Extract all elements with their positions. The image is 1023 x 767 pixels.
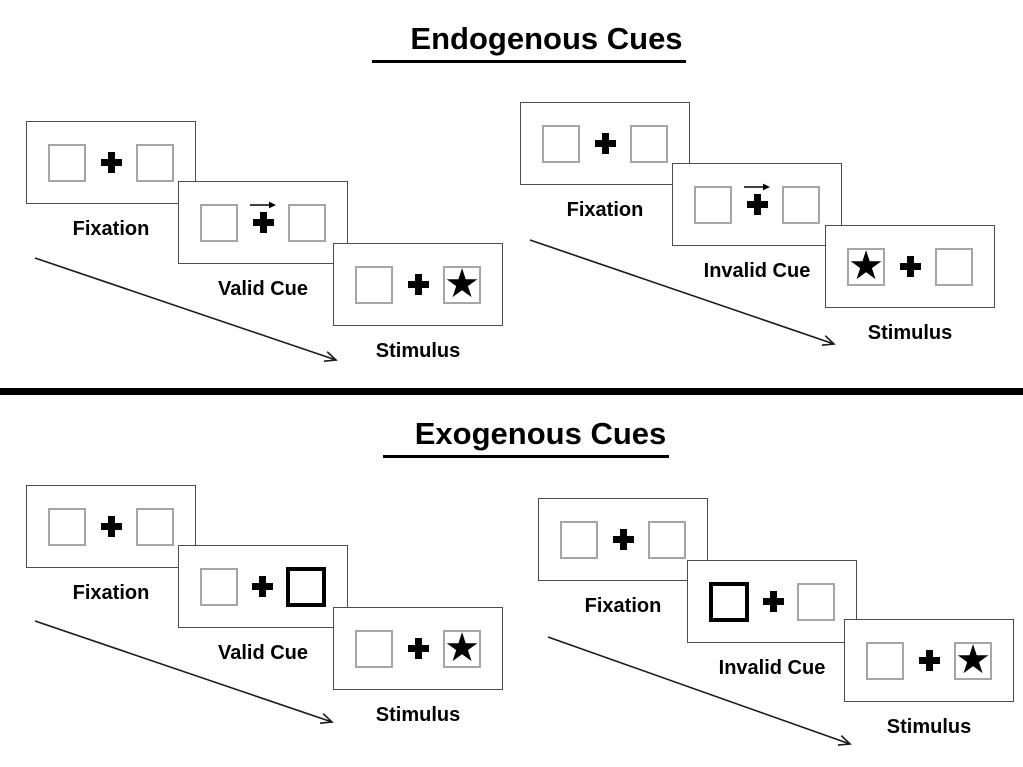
fixation-cross-icon [100, 152, 122, 173]
left-box [542, 124, 580, 163]
exogenous-invalid-invalid-cue-panel [687, 560, 857, 643]
endogenous-valid-timeline-arrow [34, 257, 338, 363]
star-icon: ★ [955, 637, 991, 682]
exogenous-invalid-invalid-cue-label: Invalid Cue [718, 657, 826, 679]
center-cue [918, 650, 940, 671]
endogenous-valid-stimulus-panel: ★ [333, 243, 503, 326]
fixation-cross-icon [407, 638, 429, 659]
fixation-cross-icon [100, 516, 122, 537]
right-box [782, 185, 820, 224]
exogenous-invalid-fixation-label: Fixation [584, 595, 662, 617]
center-cue [744, 183, 770, 215]
endogenous-invalid-fixation-panel [520, 102, 690, 185]
exogenous-invalid-fixation-panel [538, 498, 708, 581]
section-divider [0, 388, 1023, 395]
fixation-cross-icon [762, 591, 784, 612]
left-box [355, 265, 393, 304]
right-box [136, 143, 174, 182]
right-box: ★ [443, 261, 481, 306]
fixation-cross-icon [746, 194, 768, 215]
exogenous-valid-stimulus-label: Stimulus [375, 704, 461, 726]
center-cue [899, 256, 921, 277]
center-cue [612, 529, 634, 550]
left-box [694, 185, 732, 224]
right-box: ★ [954, 637, 992, 682]
left-box [355, 629, 393, 668]
center-cue [762, 591, 784, 612]
fixation-cross-icon [594, 133, 616, 154]
exogenous-invalid-stimulus-label: Stimulus [886, 716, 972, 738]
endogenous-title: Endogenous Cues [0, 21, 1023, 63]
center-cue [594, 133, 616, 154]
endogenous-valid-fixation-panel [26, 121, 196, 204]
exogenous-valid-stimulus-panel: ★ [333, 607, 503, 690]
cue-arrow-icon [250, 201, 276, 209]
fixation-cross-icon [251, 576, 273, 597]
right-box: ★ [443, 625, 481, 670]
left-box [560, 520, 598, 559]
center-cue [407, 638, 429, 659]
endogenous-invalid-stimulus-label: Stimulus [867, 322, 953, 344]
left-box-cue [709, 581, 749, 622]
right-box [648, 520, 686, 559]
fixation-cross-icon [899, 256, 921, 277]
star-icon: ★ [444, 625, 480, 670]
exogenous-valid-fixation-label: Fixation [72, 582, 150, 604]
cue-arrow-icon [744, 183, 770, 191]
endogenous-invalid-invalid-cue-label: Invalid Cue [703, 260, 811, 282]
right-box [630, 124, 668, 163]
exogenous-valid-timeline-arrow [34, 620, 334, 724]
right-box [136, 507, 174, 546]
left-box [48, 143, 86, 182]
endogenous-valid-stimulus-label: Stimulus [375, 340, 461, 362]
exogenous-title-text: Exogenous Cues [382, 416, 670, 458]
star-icon: ★ [444, 261, 480, 306]
endogenous-valid-fixation-label: Fixation [72, 218, 150, 240]
center-cue [251, 576, 273, 597]
center-cue [100, 152, 122, 173]
endogenous-title-text: Endogenous Cues [372, 21, 686, 63]
left-box [866, 641, 904, 680]
star-icon: ★ [848, 243, 884, 288]
center-cue [250, 201, 276, 233]
exogenous-invalid-timeline-arrow [547, 636, 852, 746]
exogenous-valid-fixation-panel [26, 485, 196, 568]
exogenous-title: Exogenous Cues [0, 416, 1023, 458]
right-box [935, 247, 973, 286]
center-cue [100, 516, 122, 537]
endogenous-valid-valid-cue-panel [178, 181, 348, 264]
fixation-cross-icon [407, 274, 429, 295]
center-cue [407, 274, 429, 295]
endogenous-invalid-fixation-label: Fixation [566, 199, 644, 221]
endogenous-invalid-stimulus-panel: ★ [825, 225, 995, 308]
fixation-cross-icon [612, 529, 634, 550]
right-box [288, 203, 326, 242]
exogenous-invalid-stimulus-panel: ★ [844, 619, 1014, 702]
endogenous-invalid-timeline-arrow [529, 239, 836, 346]
fixation-cross-icon [918, 650, 940, 671]
endogenous-invalid-invalid-cue-panel [672, 163, 842, 246]
left-box [200, 203, 238, 242]
endogenous-valid-valid-cue-label: Valid Cue [217, 278, 309, 300]
right-box [797, 582, 835, 621]
fixation-cross-icon [252, 212, 274, 233]
left-box: ★ [847, 243, 885, 288]
exogenous-valid-valid-cue-label: Valid Cue [217, 642, 309, 664]
left-box [48, 507, 86, 546]
exogenous-valid-valid-cue-panel [178, 545, 348, 628]
left-box [200, 567, 238, 606]
right-box-cue [286, 566, 326, 607]
